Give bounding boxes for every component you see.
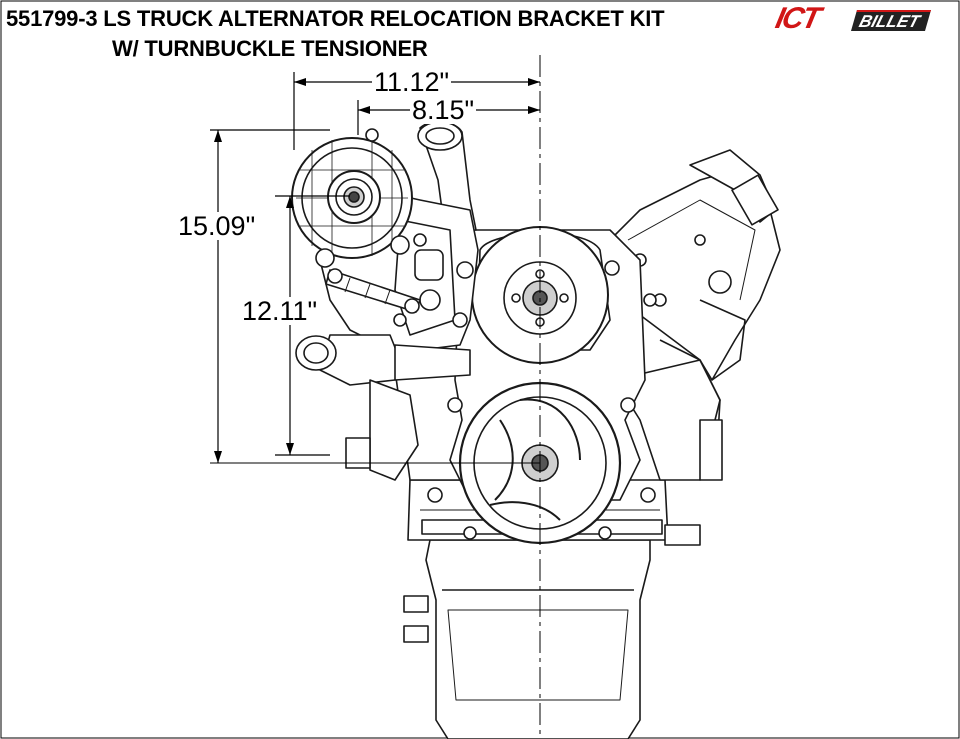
title-line-1: 551799-3 LS TRUCK ALTERNATOR RELOCATION … xyxy=(6,6,665,31)
logo-ict-text: ICT xyxy=(772,2,822,35)
ict-billet-logo: ICT BILLET xyxy=(773,2,952,36)
dimension-overall-width: 11.12" xyxy=(372,67,452,97)
dimension-overall-height: 15.09" xyxy=(176,211,258,241)
title-line-2: W/ TURNBUCKLE TENSIONER xyxy=(112,36,428,61)
alternator-bracket xyxy=(291,120,479,481)
dimension-arrows xyxy=(214,78,540,463)
logo-billet-text: BILLET xyxy=(850,10,931,31)
dimension-alternator-height: 12.11" xyxy=(240,296,320,326)
dimension-alternator-offset: 8.15" xyxy=(410,95,477,125)
